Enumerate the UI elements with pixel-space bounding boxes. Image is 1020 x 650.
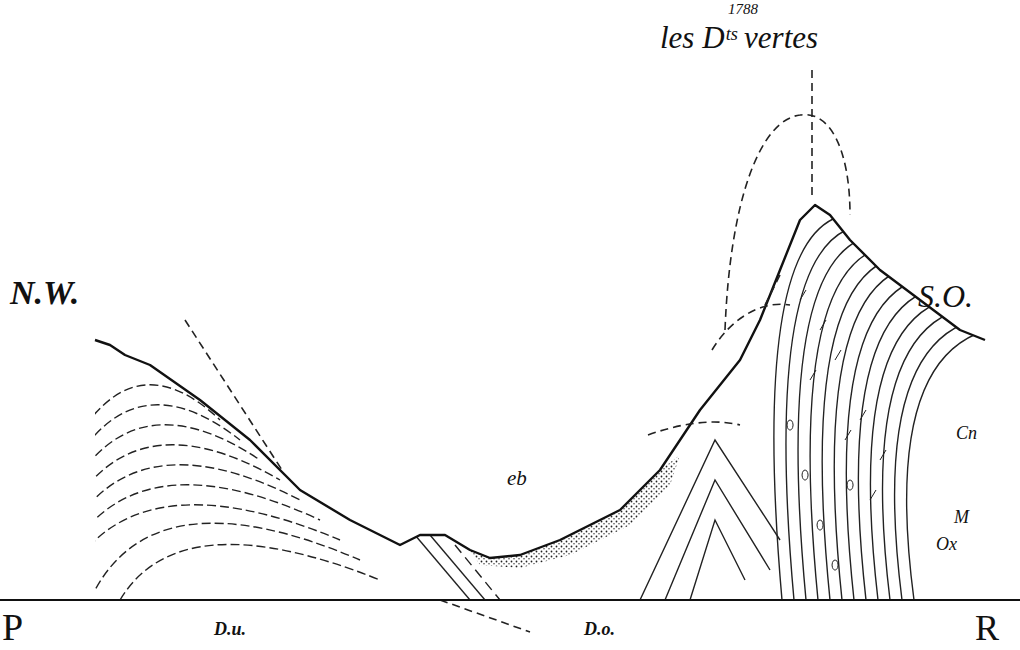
base-line [0,599,1020,601]
strata [60,219,976,600]
zone-label: D.u. [214,620,246,638]
peak-name: les Dᵗˢ vertes [660,22,818,53]
section-end: R [975,610,999,646]
date-label: 1788 [728,2,758,17]
direction-label: S.O. [918,280,973,312]
direction-label: N.W. [10,276,79,310]
reconstructed-outline [185,70,850,632]
scree-deposit [470,455,680,568]
stratum-label: Ox [936,535,957,553]
terrain-profile [95,205,985,558]
stratum-label: Cn [956,424,977,442]
right-strata [774,219,976,600]
section-end: P [2,608,23,646]
deposit-label: eb [507,468,527,489]
zone-label: D.o. [584,620,615,638]
rock-marks [787,290,886,570]
stratum-label: M [954,508,969,526]
